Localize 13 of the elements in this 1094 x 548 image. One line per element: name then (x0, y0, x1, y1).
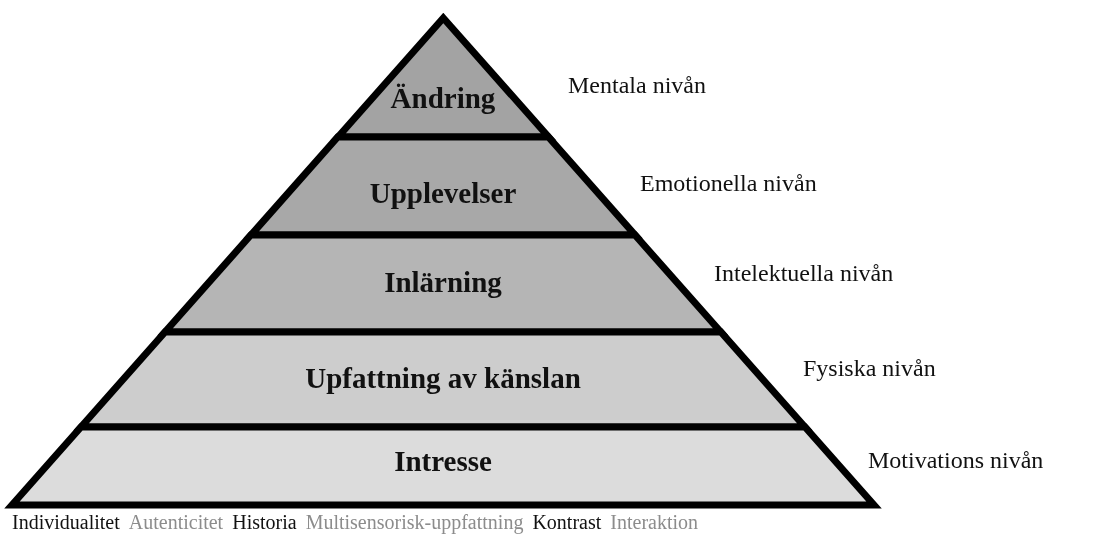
level-name: Fysiska nivån (803, 355, 936, 382)
principle-label: Autenticitet (128, 511, 224, 534)
level-name: Mentala nivån (568, 72, 706, 99)
level-name: Intelektuella nivån (714, 260, 894, 287)
principle-label: Multisensorisk-uppfattning (305, 511, 524, 534)
level-title: Ändring (389, 82, 497, 115)
level-name: Motivations nivån (868, 447, 1044, 474)
principle-label: Individualitet (12, 511, 120, 534)
principle-label: Historia (232, 511, 297, 534)
level-title: Upplevelser (368, 177, 518, 210)
level-name: Emotionella nivån (640, 170, 817, 197)
principle-label: Kontrast (532, 511, 602, 534)
principle-label: Interaktion (610, 511, 699, 534)
